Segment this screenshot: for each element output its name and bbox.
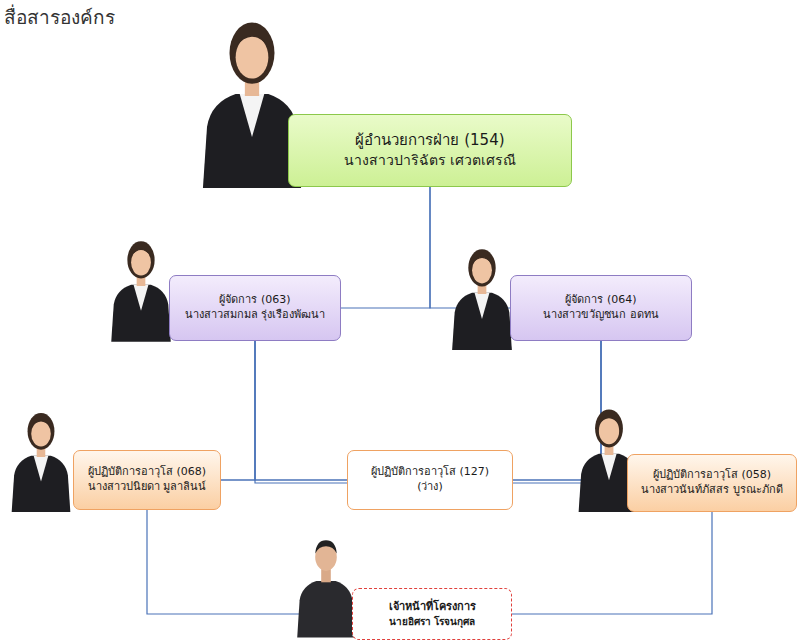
- position-title: ผู้จัดการ (064): [565, 293, 636, 308]
- position-title: ผู้อำนวยการฝ่าย (154): [355, 130, 504, 150]
- org-connector: [341, 187, 430, 309]
- staff-box: ผู้ปฏิบัติการอาวุโส (068)นางสาวปนิยดา มู…: [73, 450, 221, 510]
- person-name: นางสาวขวัญชนก อดทน: [543, 308, 659, 323]
- portrait: [12, 413, 71, 512]
- portrait: [111, 241, 171, 341]
- position-title: ผู้ปฏิบัติการอาวุโส (068): [88, 465, 206, 480]
- manager-box: ผู้จัดการ (063)นางสาวสมกมล รุ่งเรืองพัฒน…: [169, 275, 341, 341]
- person-name: นางสาวปนิยดา มูลาลินน์: [88, 480, 207, 495]
- project-box: เจ้าหน้าที่โครงการนายอิศรา โรจนกุศล: [352, 588, 512, 640]
- portrait: [297, 540, 355, 637]
- chart-title: สื่อสารองค์กร: [4, 2, 115, 32]
- org-connector: [430, 187, 510, 309]
- position-title: ผู้ปฏิบัติการอาวุโส (127): [371, 465, 489, 480]
- org-connector: [513, 341, 601, 480]
- portrait: [452, 249, 512, 350]
- position-title: ผู้ปฏิบัติการอาวุโส (058): [653, 468, 771, 483]
- org-connector: [512, 512, 712, 614]
- person-name: นางสาวปาริฉัตร เศวตเศรณี: [344, 151, 516, 170]
- director-box: ผู้อำนวยการฝ่าย (154)นางสาวปาริฉัตร เศวต…: [288, 114, 572, 187]
- portrait: [203, 22, 301, 188]
- position-title: เจ้าหน้าที่โครงการ: [389, 600, 476, 615]
- org-connector: [221, 341, 255, 480]
- person-name: นางสาวนันท์ภัสสร บูรณะภักดี: [641, 483, 783, 498]
- staff-box: ผู้ปฏิบัติการอาวุโส (058)นางสาวนันท์ภัสส…: [627, 454, 797, 512]
- person-name: นายอิศรา โรจนกุศล: [389, 615, 475, 629]
- position-title: ผู้จัดการ (063): [219, 293, 290, 308]
- manager-box: ผู้จัดการ (064)นางสาวขวัญชนก อดทน: [510, 275, 692, 341]
- person-name: นางสาวสมกมล รุ่งเรืองพัฒนา: [185, 308, 326, 323]
- org-connector: [255, 341, 347, 480]
- person-name: (ว่าง): [417, 480, 443, 495]
- vacant-box: ผู้ปฏิบัติการอาวุโส (127)(ว่าง): [347, 450, 513, 510]
